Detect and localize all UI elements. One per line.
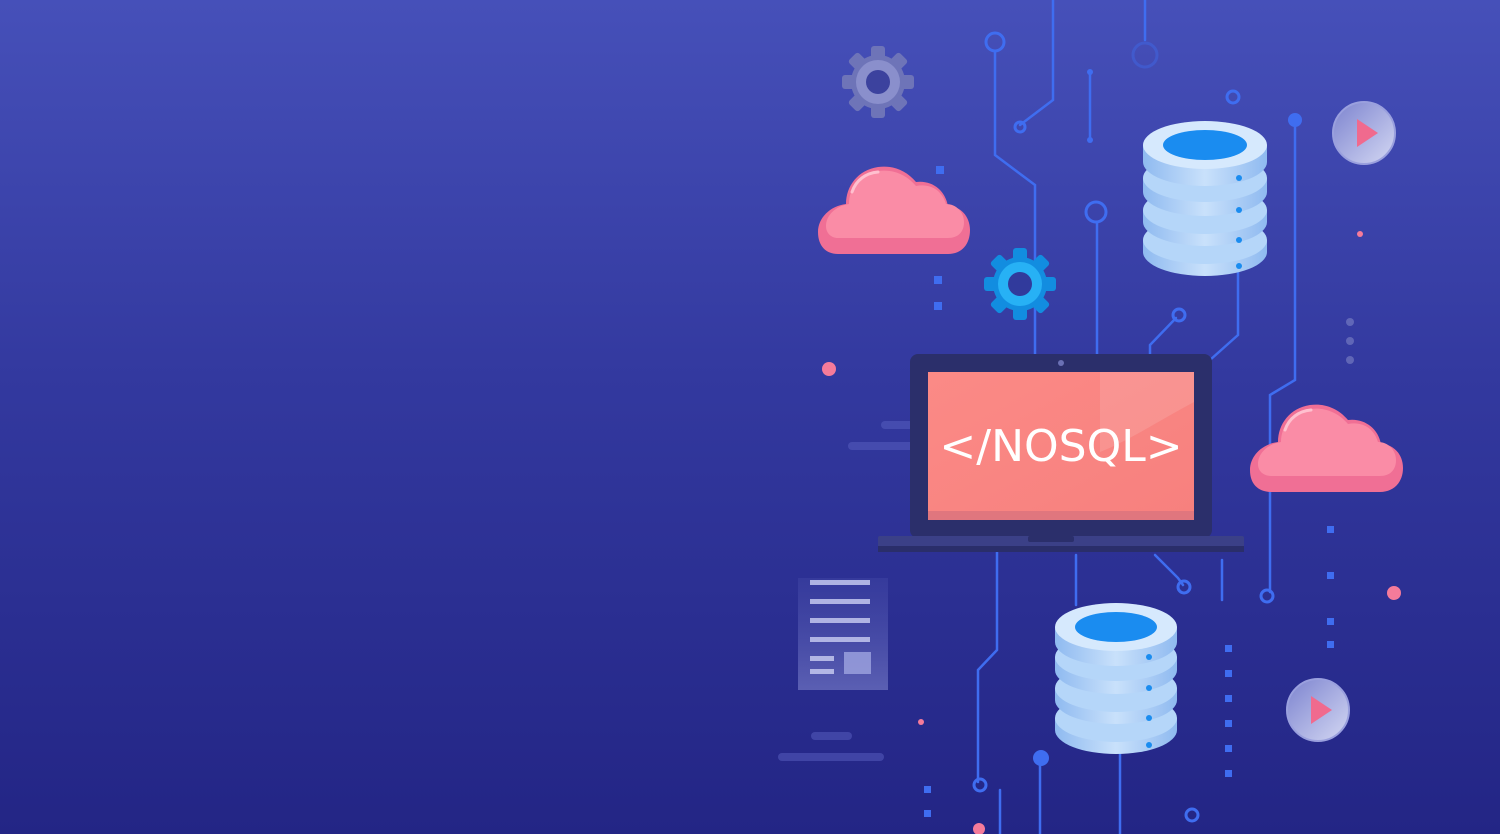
circuit-dots (924, 69, 1334, 817)
cloud-icon-left (818, 166, 970, 254)
database-icon-top (1143, 121, 1267, 276)
gear-icon-blue (984, 248, 1056, 320)
screen-text: </NOSQL> (939, 420, 1183, 472)
database-icon-bottom (1055, 603, 1177, 754)
grey-dots (1346, 318, 1354, 364)
play-button-icon-top (1332, 101, 1396, 165)
pink-dots (822, 231, 1401, 834)
document-icon (798, 578, 888, 690)
play-button-icon-bottom (1286, 678, 1350, 742)
gear-icon-grey (842, 46, 914, 118)
circuit-nodes (972, 31, 1275, 823)
laptop-icon (878, 354, 1244, 552)
cloud-icon-right (1250, 404, 1403, 492)
